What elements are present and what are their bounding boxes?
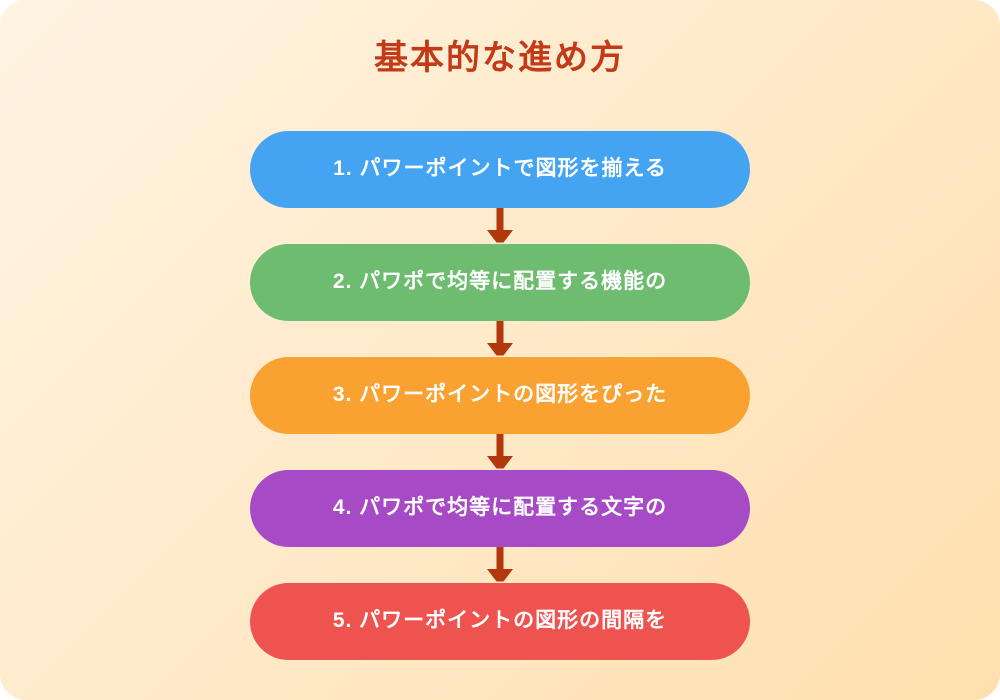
down-arrow-icon bbox=[486, 547, 514, 583]
flow-steps: 1. パワーポイントで図形を揃える 2. パワポで均等に配置する機能の 3. パ… bbox=[250, 131, 750, 660]
diagram-title: 基本的な進め方 bbox=[374, 39, 626, 77]
flow-step: 5. パワーポイントの図形の間隔を bbox=[250, 583, 750, 660]
flow-step-label: 5. パワーポイントの図形の間隔を bbox=[332, 609, 668, 632]
flow-step: 2. パワポで均等に配置する機能の bbox=[250, 244, 750, 356]
flow-step: 4. パワポで均等に配置する文字の bbox=[250, 470, 750, 582]
flow-step-label: 4. パワポで均等に配置する文字の bbox=[332, 496, 668, 519]
flow-step-pill: 3. パワーポイントの図形をぴった bbox=[250, 357, 750, 434]
flow-step: 3. パワーポイントの図形をぴった bbox=[250, 357, 750, 469]
flow-step-pill: 4. パワポで均等に配置する文字の bbox=[250, 470, 750, 547]
flow-step-label: 1. パワーポイントで図形を揃える bbox=[333, 157, 667, 180]
flow-step-label: 3. パワーポイントの図形をぴった bbox=[332, 383, 668, 406]
flow-step-pill: 5. パワーポイントの図形の間隔を bbox=[250, 583, 750, 660]
flow-step-pill: 1. パワーポイントで図形を揃える bbox=[250, 131, 750, 208]
flow-step-label: 2. パワポで均等に配置する機能の bbox=[332, 270, 668, 293]
flow-step: 1. パワーポイントで図形を揃える bbox=[250, 131, 750, 243]
flow-step-pill: 2. パワポで均等に配置する機能の bbox=[250, 244, 750, 321]
down-arrow-icon bbox=[486, 208, 514, 244]
down-arrow-icon bbox=[486, 321, 514, 357]
down-arrow-icon bbox=[486, 434, 514, 470]
